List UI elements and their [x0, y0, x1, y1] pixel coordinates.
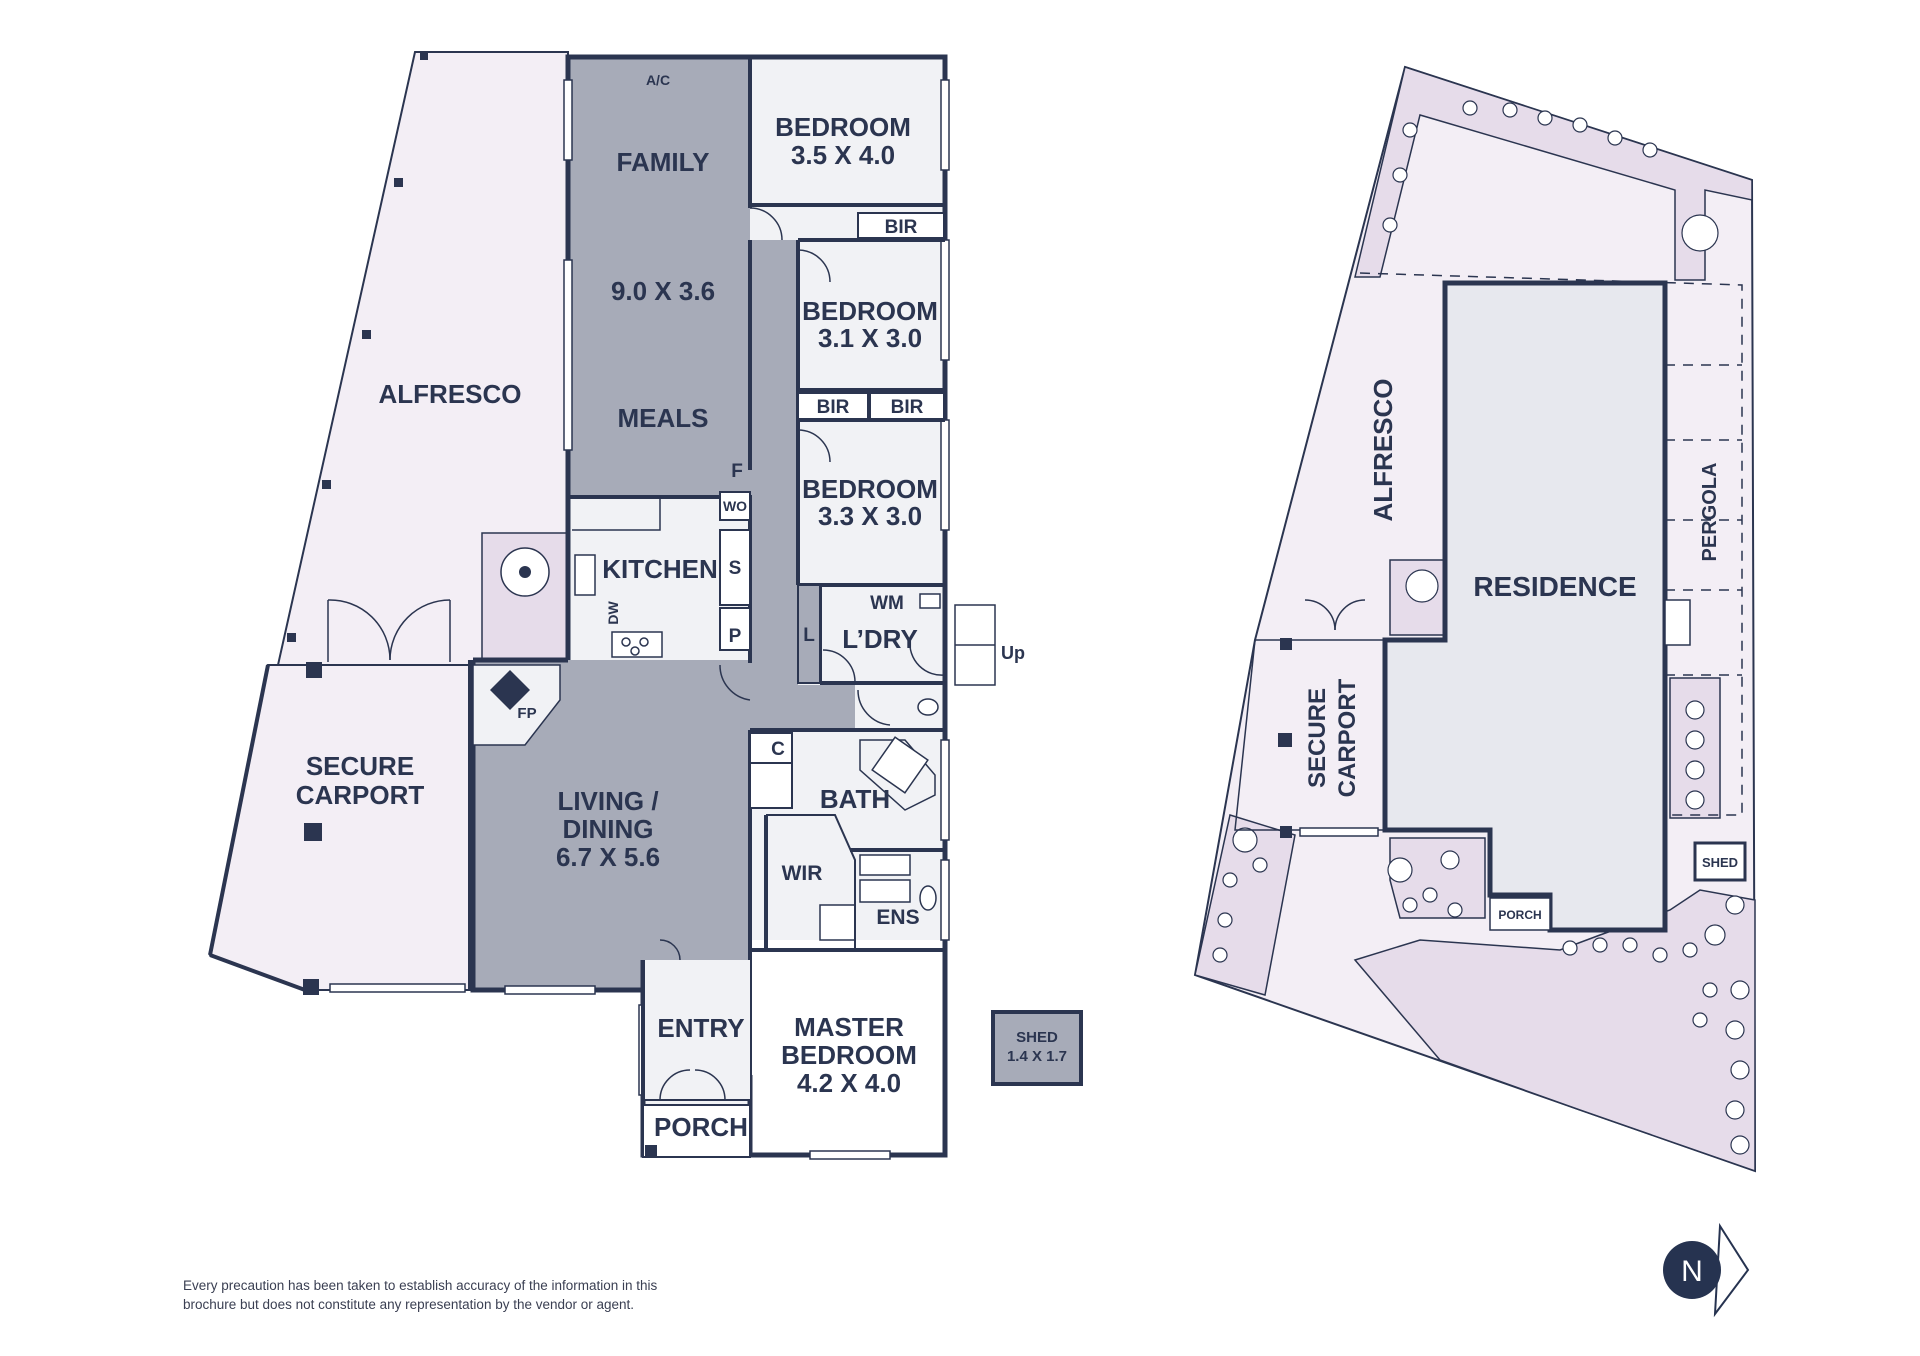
bath-label: BATH [820, 784, 890, 814]
kitchen-label: KITCHEN [602, 554, 718, 584]
entry-label: ENTRY [657, 1013, 744, 1043]
wo-label: WO [723, 498, 747, 514]
f-label: F [731, 461, 743, 482]
laundry-label: L’DRY [842, 624, 918, 654]
bedroom1-label: BEDROOM [775, 112, 911, 142]
wm-label: WM [870, 593, 904, 614]
alfresco-label: ALFRESCO [379, 379, 522, 409]
bedroom1-dims: 3.5 X 4.0 [791, 140, 895, 170]
ac-label: A/C [646, 72, 670, 88]
bedroom3-label: BEDROOM [802, 474, 938, 504]
bir-label-2: BIR [817, 397, 850, 418]
secure-carport-label-1: SECURE [306, 751, 414, 781]
master-bedroom-dims: 4.2 X 4.0 [797, 1068, 901, 1098]
site-alfresco-label: ALFRESCO [1368, 379, 1398, 522]
wir-label: WIR [782, 862, 823, 885]
p-label: P [729, 626, 742, 647]
site-porch-label: PORCH [1498, 908, 1541, 922]
family-dims: 9.0 X 3.6 [611, 276, 715, 306]
site-carport-label-1: SECURE [1304, 688, 1331, 788]
entry-room [643, 960, 750, 1100]
disclaimer-text: Every precaution has been taken to estab… [183, 1276, 743, 1314]
site-shed-label: SHED [1702, 855, 1738, 870]
master-bedroom-label-2: BEDROOM [781, 1040, 917, 1070]
up-label: Up [1001, 643, 1025, 663]
living-dining-dims: 6.7 X 5.6 [556, 842, 660, 872]
compass-label: N [1681, 1255, 1703, 1288]
living-dining-label-1: LIVING / [557, 786, 658, 816]
porch-label: PORCH [654, 1112, 748, 1142]
shed-label: SHED [1016, 1029, 1058, 1046]
bedroom2-label: BEDROOM [802, 296, 938, 326]
north-compass-icon: N [1663, 1222, 1750, 1318]
bedroom2-dims: 3.1 X 3.0 [818, 323, 922, 353]
meals-label: MEALS [618, 403, 709, 433]
pergola-label: PERGOLA [1699, 463, 1721, 562]
c-label: C [771, 739, 785, 760]
family-label: FAMILY [617, 147, 710, 177]
residence-footprint [1382, 280, 1668, 933]
fp-label: FP [517, 705, 536, 722]
master-bedroom-label-1: MASTER [794, 1012, 904, 1042]
garden-bed-north [1354, 66, 1753, 281]
dw-label: DW [605, 601, 621, 625]
shed-small [991, 1010, 1083, 1086]
l-label: L [803, 625, 815, 646]
bir-label-1: BIR [885, 217, 918, 238]
bir-label-3: BIR [891, 397, 924, 418]
site-carport-label-2: CARPORT [1334, 678, 1361, 797]
disclaimer-line-1: Every precaution has been taken to estab… [183, 1278, 658, 1293]
living-dining-room [473, 660, 750, 995]
family-meals-room [568, 57, 750, 497]
site-shed [1693, 841, 1747, 882]
secure-carport-label-2: CARPORT [296, 780, 425, 810]
ens-label: ENS [876, 906, 919, 929]
s-label: S [729, 558, 742, 579]
disclaimer-line-2: brochure but does not constitute any rep… [183, 1297, 635, 1312]
residence-label: RESIDENCE [1473, 571, 1636, 602]
bedroom3-dims: 3.3 X 3.0 [818, 501, 922, 531]
shed-dims: 1.4 X 1.7 [1007, 1048, 1067, 1065]
living-dining-label-2: DINING [563, 814, 654, 844]
